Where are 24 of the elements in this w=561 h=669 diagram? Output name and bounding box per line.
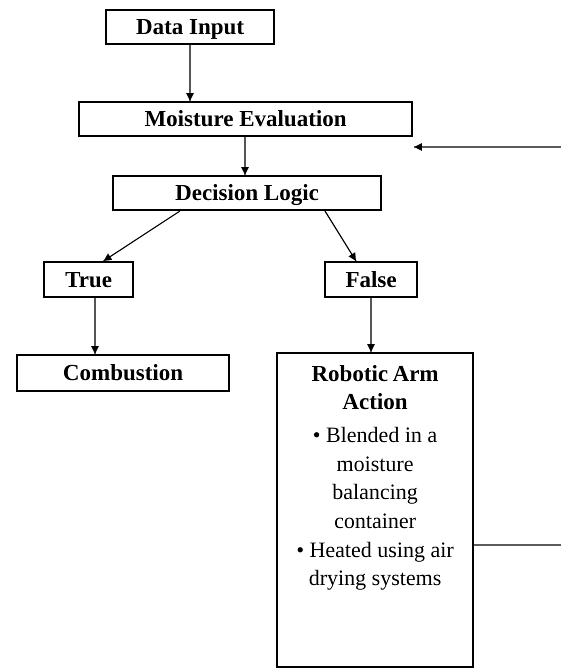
process-box (43, 261, 134, 298)
arrow (91, 298, 99, 354)
arrow (103, 210, 180, 262)
bullet-text: • Blended in a moisture balancing container (312, 421, 438, 535)
connector-line (474, 544, 561, 546)
box-title: True (65, 266, 112, 294)
process-box (105, 9, 275, 45)
arrow (324, 210, 357, 262)
box-title: Decision Logic (175, 179, 319, 207)
box-title: Data Input (136, 13, 244, 41)
process-box (324, 261, 418, 298)
process-box (16, 354, 230, 392)
process-box (276, 352, 474, 668)
process-box (112, 175, 382, 211)
box-title: Moisture Evaluation (144, 105, 347, 133)
box-title: Combustion (62, 359, 184, 387)
arrow (241, 137, 249, 175)
arrow (414, 143, 561, 151)
box-title: Robotic Arm Action (310, 360, 440, 416)
arrow (367, 298, 375, 352)
box-title: False (345, 266, 397, 294)
process-box (78, 101, 413, 137)
arrow (186, 45, 194, 101)
bullet-text: • Heated using air drying systems (295, 536, 455, 592)
